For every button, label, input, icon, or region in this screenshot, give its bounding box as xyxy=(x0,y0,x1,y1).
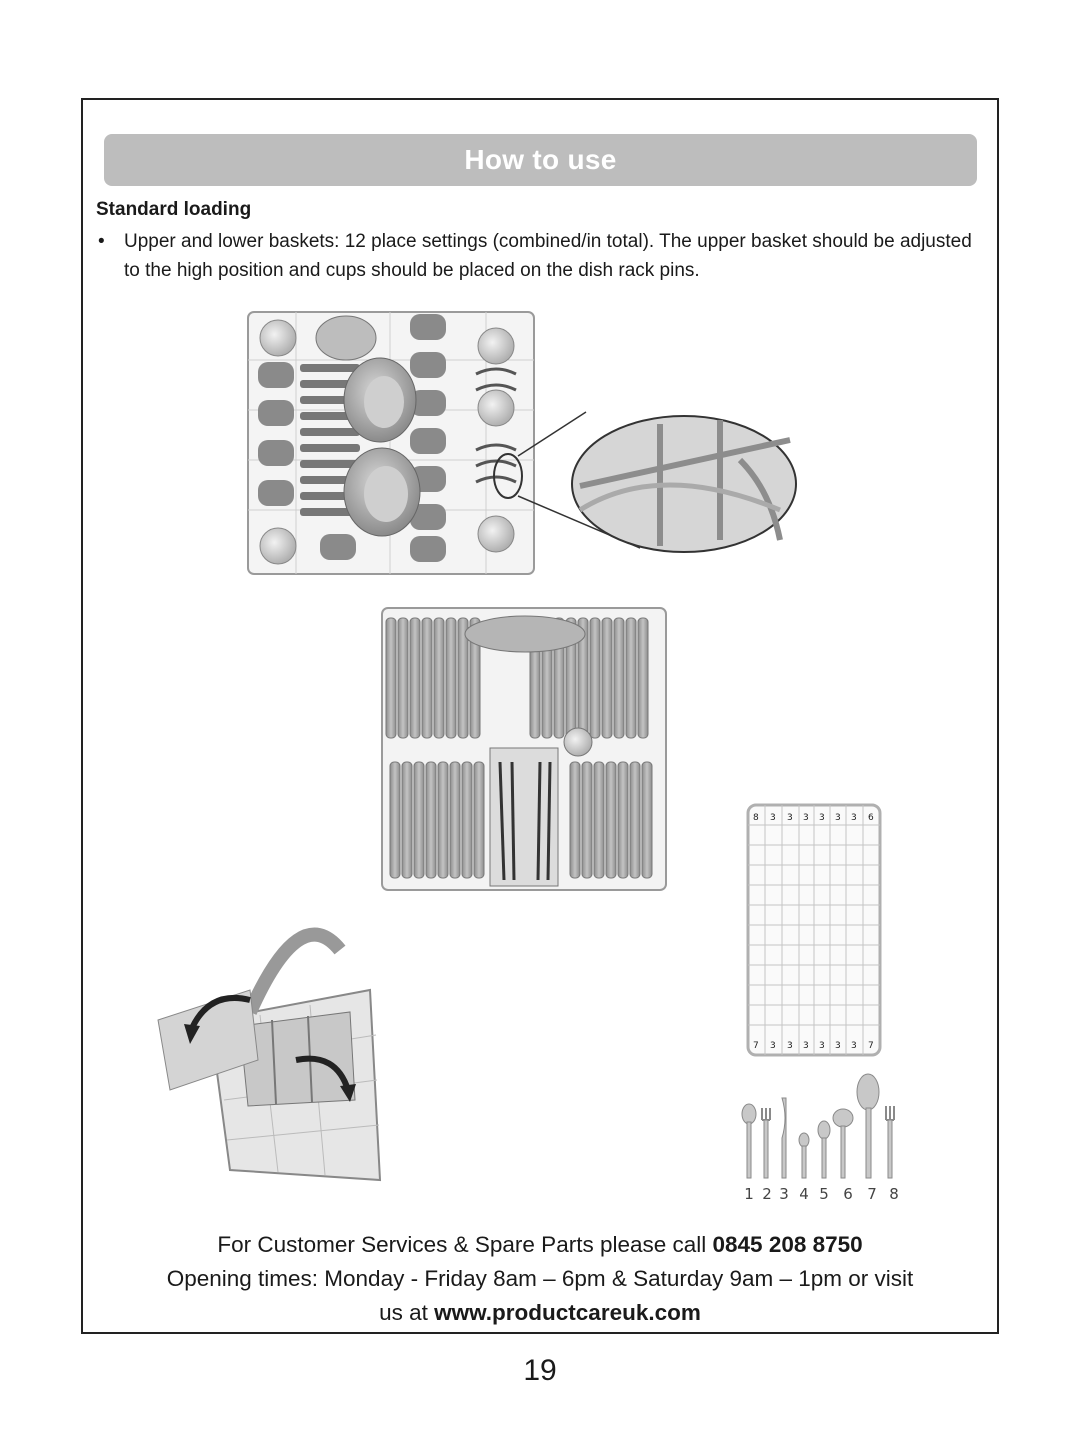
rack-cell: 3 xyxy=(819,1041,825,1051)
footer-visit-text: us at xyxy=(379,1300,435,1325)
rack-cell: 8 xyxy=(753,813,759,823)
rack-cell: 3 xyxy=(851,813,857,823)
loading-illustration: 8 3 3 3 3 3 3 6 7 3 3 3 3 3 3 7 xyxy=(100,300,930,1205)
legend-label: 4 xyxy=(799,1185,809,1203)
page-frame xyxy=(81,98,999,1334)
legend-label: 5 xyxy=(819,1185,829,1203)
legend-label: 2 xyxy=(762,1185,772,1203)
cutlery-legend: 1 2 3 4 5 6 7 8 xyxy=(741,1073,899,1203)
rack-cell: 7 xyxy=(753,1041,759,1051)
rack-cell: 3 xyxy=(835,1041,841,1051)
legend-label: 6 xyxy=(843,1185,853,1203)
legend-label: 1 xyxy=(744,1185,754,1203)
banner-title: How to use xyxy=(464,144,617,175)
cutlery-basket xyxy=(157,927,382,1182)
cutlery-rack: 8 3 3 3 3 3 3 6 7 3 3 3 3 3 3 7 xyxy=(746,803,882,1057)
rack-cell: 3 xyxy=(803,1041,809,1051)
footer-line-3: us at www.productcareuk.com xyxy=(84,1296,996,1330)
footer-line-1: For Customer Services & Spare Parts plea… xyxy=(84,1228,996,1262)
bullet-marker: • xyxy=(98,231,105,252)
upper-basket xyxy=(247,311,641,575)
rack-cell: 3 xyxy=(803,813,809,823)
footer-line-2: Opening times: Monday - Friday 8am – 6pm… xyxy=(166,1266,914,1291)
footer-contact: For Customer Services & Spare Parts plea… xyxy=(84,1228,996,1330)
rack-cell: 3 xyxy=(787,813,793,823)
footer-call-text: For Customer Services & Spare Parts plea… xyxy=(217,1232,713,1257)
rack-cell: 7 xyxy=(868,1041,874,1051)
bullet-item: • Upper and lower baskets: 12 place sett… xyxy=(98,227,988,285)
rack-cell: 3 xyxy=(835,813,841,823)
legend-label: 7 xyxy=(867,1185,877,1203)
rack-cell: 3 xyxy=(819,813,825,823)
website-link[interactable]: www.productcareuk.com xyxy=(434,1300,701,1325)
section-banner: How to use xyxy=(104,134,977,186)
rack-cell: 3 xyxy=(851,1041,857,1051)
bullet-text: Upper and lower baskets: 12 place settin… xyxy=(124,231,972,281)
rack-cell: 6 xyxy=(868,813,874,823)
lower-basket xyxy=(381,607,667,891)
page-number: 19 xyxy=(523,1354,557,1387)
section-title: Standard loading xyxy=(96,199,252,220)
phone-number[interactable]: 0845 208 8750 xyxy=(712,1232,863,1257)
legend-label: 8 xyxy=(889,1185,899,1203)
rack-cell: 3 xyxy=(770,1041,776,1051)
rack-pin-detail xyxy=(571,415,797,553)
legend-label: 3 xyxy=(779,1185,789,1203)
rack-cell: 3 xyxy=(770,813,776,823)
rack-cell: 3 xyxy=(787,1041,793,1051)
